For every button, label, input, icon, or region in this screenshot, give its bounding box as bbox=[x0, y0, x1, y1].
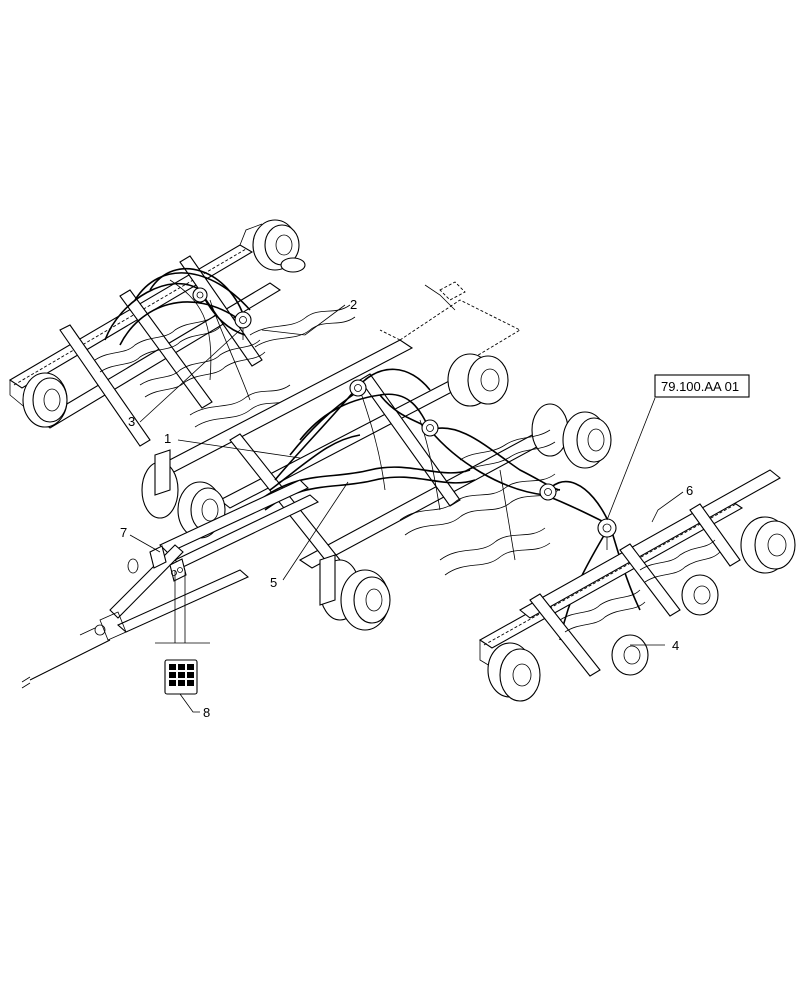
left-wing-manifolds bbox=[192, 287, 252, 340]
callout-7: 7 bbox=[120, 525, 127, 540]
callout-8: 8 bbox=[203, 705, 210, 720]
reference-box: 79.100.AA 01 bbox=[654, 374, 750, 398]
right-wing-wheels bbox=[487, 516, 796, 702]
callout-6: 6 bbox=[686, 483, 693, 498]
center-disc-gangs bbox=[399, 429, 561, 576]
right-wing-disc-gangs bbox=[559, 539, 721, 633]
left-wing-disc-gangs bbox=[94, 304, 356, 428]
left-wing-wheels bbox=[22, 219, 306, 428]
callout-1: 1 bbox=[164, 431, 171, 446]
hitch-tongue bbox=[21, 479, 319, 689]
callout-2: 2 bbox=[350, 297, 357, 312]
callout-5: 5 bbox=[270, 575, 277, 590]
callout-labels: 2 3 1 5 6 7 4 8 bbox=[120, 297, 693, 720]
reference-label: 79.100.AA 01 bbox=[661, 379, 739, 394]
callout-3: 3 bbox=[128, 414, 135, 429]
callout-4: 4 bbox=[672, 638, 679, 653]
leader-lines bbox=[129, 304, 684, 713]
decal-icon bbox=[164, 659, 198, 695]
right-wing-frame bbox=[478, 469, 781, 677]
